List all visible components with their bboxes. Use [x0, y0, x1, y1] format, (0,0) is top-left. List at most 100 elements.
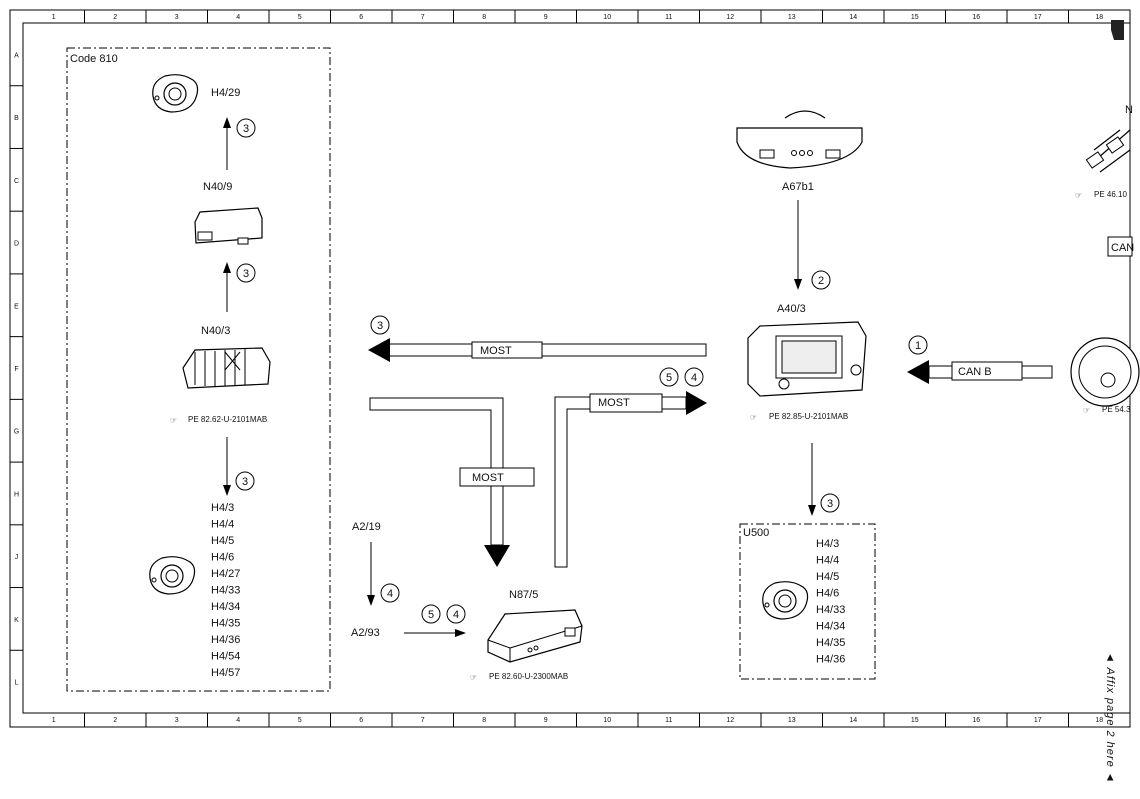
speaker-label: H4/34: [816, 621, 845, 633]
speaker-label: H4/33: [211, 585, 240, 597]
column-number: 13: [788, 14, 796, 21]
most-arrow-head: [484, 545, 510, 567]
most-label-box: [459, 467, 535, 487]
speaker-label: H4/27: [211, 568, 240, 580]
head-unit-icon: [747, 321, 867, 397]
column-number: 15: [911, 14, 919, 21]
callout-number: 1: [915, 340, 921, 352]
callout-number: 4: [387, 588, 393, 600]
rearview-mirror-icon: [736, 110, 863, 169]
callout-number: 5: [666, 372, 672, 384]
column-number: 6: [359, 717, 363, 724]
n87-5-reference: PE 82.60-U-2300MAB: [489, 672, 568, 681]
module-box-icon: [487, 609, 583, 663]
speaker-label: H4/5: [211, 535, 234, 547]
can-b-arrow-head: [907, 360, 929, 384]
code-810-box: [66, 47, 331, 692]
column-number: 17: [1034, 14, 1042, 21]
n40-9-label: N40/9: [203, 181, 232, 193]
callout-circle: [236, 263, 256, 283]
column-number: 14: [849, 717, 857, 724]
column-number: 7: [421, 717, 425, 724]
row-letter: B: [14, 115, 19, 122]
speaker-label: H4/33: [816, 604, 845, 616]
code-810-label: Code 810: [70, 53, 118, 65]
most-label: MOST: [472, 472, 504, 484]
row-letter: H: [14, 491, 19, 498]
speaker-list-left: H4/3H4/4H4/5H4/6H4/27H4/33H4/34H4/35H4/3…: [211, 502, 240, 679]
row-letter: A: [14, 52, 19, 59]
speaker-label: H4/6: [211, 552, 234, 564]
column-number: 12: [726, 14, 734, 21]
most-arrow-head: [686, 391, 707, 415]
callout-circle: [820, 493, 840, 513]
right-reference-top: PE 46.10: [1094, 190, 1127, 199]
column-number: 18: [1095, 14, 1103, 21]
column-number: 6: [359, 14, 363, 21]
row-letter: J: [15, 554, 19, 561]
column-number: 14: [849, 14, 857, 21]
can-b-label: CAN B: [958, 366, 992, 378]
n40-3-reference: PE 82.62-U-2101MAB: [188, 415, 267, 424]
speaker-icon: [149, 556, 196, 595]
column-number: 2: [113, 14, 117, 21]
callout-circle: [370, 315, 390, 335]
arrow-head: [367, 595, 375, 606]
column-number: 10: [603, 717, 611, 724]
most-label: MOST: [598, 397, 630, 409]
column-number: 2: [113, 717, 117, 724]
column-number: 11: [665, 14, 672, 21]
column-number: 1: [52, 14, 56, 21]
speaker-label: H4/5: [816, 571, 839, 583]
hand-pointer-icon: ☞: [470, 673, 477, 682]
u500-label: U500: [743, 527, 769, 539]
callout-number: 3: [243, 268, 249, 280]
most-bus-line: [386, 343, 707, 357]
speaker-label: H4/35: [211, 618, 240, 630]
u500-box: [739, 523, 876, 680]
row-letter: E: [14, 303, 19, 310]
column-number: 16: [972, 717, 980, 724]
a40-3-reference: PE 82.85-U-2101MAB: [769, 412, 848, 421]
can-b-label-box: [951, 361, 1023, 381]
right-reference-bottom: PE 54.3: [1102, 405, 1131, 414]
speaker-icon: [762, 581, 809, 620]
column-number: 17: [1034, 717, 1042, 724]
arrow-head: [223, 262, 231, 273]
right-partial-label: N: [1125, 104, 1133, 116]
most-label-box: [471, 341, 543, 359]
page-marker: [1111, 20, 1124, 40]
column-number: 8: [482, 14, 486, 21]
callout-number: 4: [691, 372, 697, 384]
column-number: 9: [544, 717, 548, 724]
a40-3-label: A40/3: [777, 303, 806, 315]
row-letter: C: [14, 178, 19, 185]
callout-circle: [236, 118, 256, 138]
callout-number: 3: [243, 123, 249, 135]
most-arrow-head: [368, 338, 390, 362]
column-number: 13: [788, 717, 796, 724]
a2-93-label: A2/93: [351, 627, 380, 639]
callout-circle: [811, 270, 831, 290]
affix-note: ◄ Affix page 2 here ◄: [1104, 652, 1116, 784]
most-bus-line: [554, 396, 687, 568]
speaker-label: H4/4: [211, 519, 234, 531]
column-number: 7: [421, 14, 425, 21]
row-letter: D: [14, 241, 19, 248]
speaker-label: H4/3: [816, 538, 839, 550]
speaker-label: H4/57: [211, 667, 240, 679]
column-number: 9: [544, 14, 548, 21]
column-number: 15: [911, 717, 919, 724]
speaker-label: H4/6: [816, 588, 839, 600]
column-number: 5: [298, 14, 302, 21]
row-letter: L: [15, 680, 19, 687]
callout-number: 3: [377, 320, 383, 332]
callout-circle: [684, 367, 704, 387]
callout-circle: [446, 604, 466, 624]
column-number: 3: [175, 14, 179, 21]
column-number: 12: [726, 717, 734, 724]
most-label: MOST: [480, 345, 512, 357]
column-number: 16: [972, 14, 980, 21]
